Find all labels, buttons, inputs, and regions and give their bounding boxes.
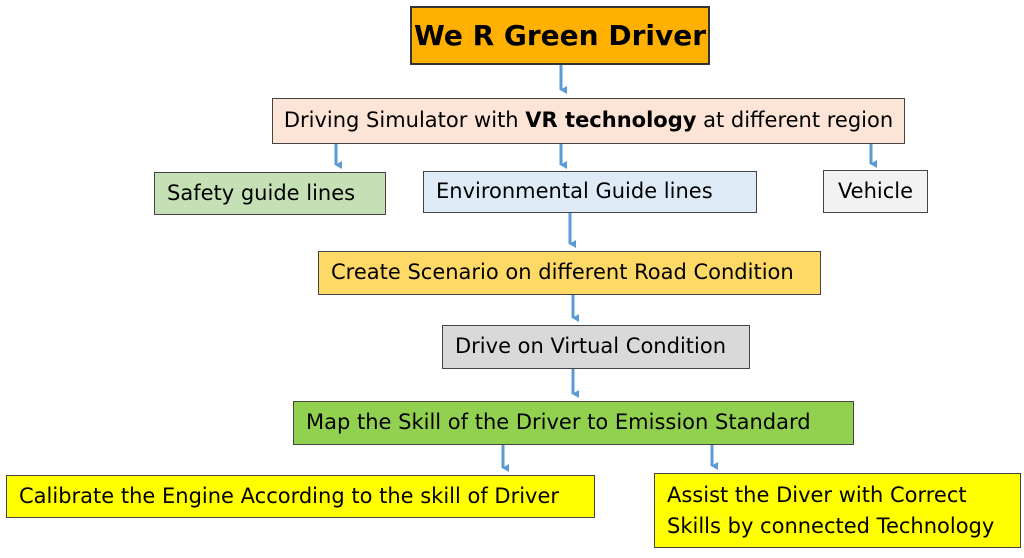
calibrate-engine-text: Calibrate the Engine According to the sk… [19,483,560,508]
title-text: We R Green Driver [413,18,707,52]
simulator-text-suffix: at different region [696,108,894,133]
safety-guidelines-box: Safety guide lines [154,172,386,215]
assist-driver-line-1: Assist the Diver with Correct [667,482,967,507]
environmental-guidelines-text: Environmental Guide lines [436,179,713,204]
simulator-text: Driving Simulator with VR technology at … [284,108,893,133]
simulator-text-bold: VR technology [525,108,697,133]
safety-guidelines-text: Safety guide lines [167,180,356,205]
vehicle-box: Vehicle [823,170,928,213]
create-scenario-box: Create Scenario on different Road Condit… [318,251,821,295]
create-scenario-text: Create Scenario on different Road Condit… [331,260,794,285]
calibrate-engine-box: Calibrate the Engine According to the sk… [6,475,595,518]
vehicle-text: Vehicle [837,178,914,203]
map-skill-box: Map the Skill of the Driver to Emission … [293,401,854,445]
assist-driver-box: Assist the Diver with Correct Skills by … [654,473,1021,548]
drive-virtual-text: Drive on Virtual Condition [455,334,727,359]
driving-simulator-box: Driving Simulator with VR technology at … [272,98,905,144]
title-box: We R Green Driver [410,6,710,65]
drive-virtual-box: Drive on Virtual Condition [442,325,750,369]
assist-driver-text: Assist the Diver with Correct Skills by … [667,480,994,542]
simulator-text-prefix: Driving Simulator with [283,108,526,133]
map-skill-text: Map the Skill of the Driver to Emission … [306,410,811,435]
environmental-guidelines-box: Environmental Guide lines [423,171,757,213]
assist-driver-line-2: Skills by connected Technology [667,513,995,538]
